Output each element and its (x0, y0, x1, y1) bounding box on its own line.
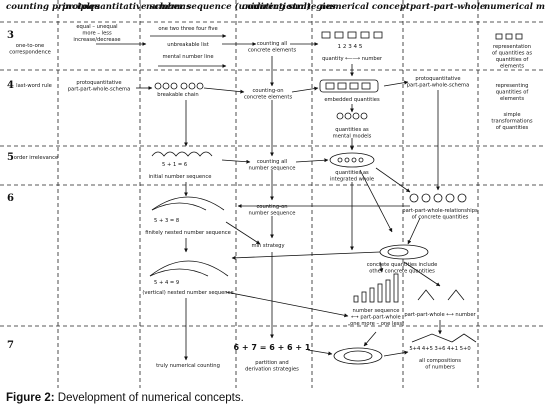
age-label: 4 (7, 80, 14, 91)
numerical-concept-cells: 1 2 3 4 5 quantity ⟵⟶ number embedded qu… (319, 31, 438, 365)
caption-text: Development of numerical concepts. (54, 392, 244, 404)
digit-row: 1 2 3 4 5 (338, 44, 363, 50)
mm-boxes-icon (495, 33, 523, 40)
development-diagram: counting principles protoquantitative sc… (0, 0, 545, 388)
eq-partition: 6 + 7 = 6 + 6 + 1 (234, 343, 311, 352)
number-words: one two three four five (158, 26, 217, 32)
cell-embedded-quantities: embedded quantities (324, 97, 380, 103)
eq-initial: 5 + 1 = 6 (162, 162, 187, 168)
header-counting-strategies: counting strategies (242, 2, 336, 12)
staircase-bars-icon (353, 273, 399, 303)
cell-one-more-one-less: number sequence⟷ part-part-whole„one mor… (348, 308, 405, 327)
cell-quantity-number: quantity ⟵⟶ number (322, 56, 383, 62)
eq-compositions: 5+4 4+5 3+6 4+1 5+0 (409, 346, 470, 352)
age-label: 7 (7, 340, 14, 351)
cell-order-irrelevance: order irrelevance (14, 155, 58, 161)
cell-min-strategy: min strategy (251, 243, 284, 249)
grid (0, 0, 545, 388)
cell-finitely-nested: finitely nested number sequence (145, 230, 231, 236)
cell-truly-numerical: truly numerical counting (156, 363, 220, 369)
caption-label: Figure 2: (6, 392, 55, 404)
header-number-sequence: number sequence (unidirectional) (146, 1, 311, 12)
embedded-boxes-icon (319, 79, 379, 93)
header-numerical-concept: numerical concept (320, 2, 410, 12)
age-labels: 3 4 5 6 7 (7, 30, 14, 351)
cell-initial-sequence: initial number sequence (149, 174, 212, 180)
ppw-circles-icon (409, 193, 467, 203)
header-part-part-whole: part-part-whole (410, 2, 486, 12)
header-protoquantitative-schemas: protoquantitative schemas (62, 2, 191, 12)
cell-ppw-number: part-part-whole ⟷ number (404, 312, 476, 318)
number-sequence-cells: one two three four five unbreakable list… (142, 26, 233, 369)
cell-last-word-rule: last-word rule (16, 83, 52, 89)
cell-vertical-nested: (vertical) nested number sequence (142, 290, 233, 296)
eq-vertical: 5 + 4 = 9 (154, 280, 179, 286)
arrows (96, 42, 442, 361)
cell-breakable-chain: breakable chain (157, 92, 198, 98)
mental-model-icon (336, 112, 368, 120)
breakable-chain-icon (154, 82, 204, 90)
figure-caption: Figure 2: Development of numerical conce… (6, 392, 244, 404)
eq-finitely: 5 + 3 = 8 (154, 218, 179, 224)
header-numerical-mental-models: numerical mental models (484, 2, 545, 12)
quantity-boxes-icon (321, 31, 383, 39)
age-label: 6 (7, 193, 14, 204)
header-counting-principles: counting principles (6, 2, 100, 12)
age-label: 5 (7, 152, 14, 163)
column-headers: counting principles protoquantitative sc… (6, 1, 545, 12)
age-label: 3 (7, 30, 14, 41)
